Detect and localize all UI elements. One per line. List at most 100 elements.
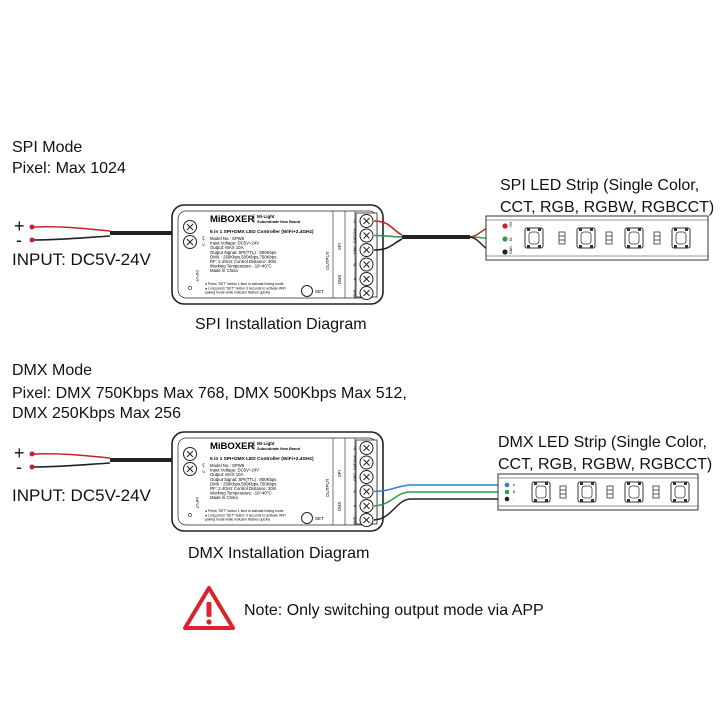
svg-text:A: A [513,483,516,487]
spi-spec-line: DMX : 250Kbps,500Kbps,750Kbps [210,254,276,259]
spi-spi-label: SPI [337,243,342,250]
spi-led-strip: +5V DI GND [485,215,709,261]
svg-text:B: B [513,490,515,494]
dmx-output-label: OUTPUT [325,478,330,497]
spi-input-minus-terminal [29,237,35,243]
spi-output-red-wire [373,220,403,236]
dmx-pixel-info-2: DMX 250Kbps Max 256 [12,405,181,422]
dmx-spec-line: Working Temperature: -10~40°C [210,491,272,496]
dmx-dmx-label: DMX [337,501,342,511]
dmx-spec-line: RF: 2.4GHz Control Distance: 30m [210,486,277,491]
spi-input-plus-terminal [29,224,35,230]
spi-dmx-label: DMX [337,274,342,284]
dmx-spec-line: Model No.: SPW5 [210,463,245,468]
dmx-note-line: ● Press "SET" button 1 time to activate … [205,509,284,513]
spi-terminal-label: V+ [353,219,357,224]
svg-text:DI: DI [509,237,513,241]
dmx-terminal-label: B [353,490,357,493]
dmx-note-line: ● Long press "SET" button 3 seconds to a… [205,513,286,517]
dmx-pixel-info-1: Pixel: DMX 750Kbps Max 768, DMX 500Kbps … [12,385,407,402]
dmx-sub-brand-2: Subordinate New Brand [257,447,301,451]
dmx-input-red-wire [33,452,111,459]
spi-spec-line: Output: MAX 10A [210,245,244,250]
svg-text:V-: V- [202,242,206,247]
dmx-controller [171,431,384,532]
dmx-mode-title: DMX Mode [12,362,93,379]
dmx-product-title: 5 in 1 SPI+DMX LED Controller (WiFi+2.4G… [210,456,314,462]
dmx-set-label: SET [315,516,324,521]
dmx-terminal-label: GND [353,516,357,524]
spi-terminal-label: DAT/CLK [353,227,357,243]
dmx-note-line: pairing mode while indicator flashes qui… [205,518,270,522]
svg-text:GND: GND [509,246,513,254]
svg-text:V-: V- [202,469,206,474]
note-text: Note: Only switching output mode via APP [244,602,544,619]
dmx-spec-line: Made in China [210,495,238,500]
spi-spec-line: Made in China [210,268,238,273]
dmx-minus-sign: - [16,457,22,477]
spi-diagram-caption: SPI Installation Diagram [195,316,367,333]
spi-note-line: ● Long press "SET" button 3 seconds to a… [205,286,286,290]
dmx-sub-brand-1: Mi·Light [257,441,275,446]
dmx-plus-sign: + [14,443,25,463]
spi-spec-line: Output Signal: SPI(TTL) : 800Kbps [210,250,276,255]
spi-terminal-label: GND [353,246,357,254]
spi-plus-sign: + [14,216,25,236]
spi-spec-line: Input Voltage: DC5V~24V [210,241,259,246]
dmx-terminal-label: A [353,504,357,507]
dmx-terminal-label: GND [353,473,357,481]
dmx-diagram-caption: DMX Installation Diagram [188,545,370,562]
spi-input-red-wire [33,225,111,232]
spi-diagram: V+ V- INPUT MiBOXER Mi·Light Subordinate… [29,204,709,305]
dmx-output-black-wire [373,498,500,521]
dmx-set-button[interactable] [301,512,313,524]
spi-terminal-label: A [353,277,357,280]
dmx-spec-line: Input Voltage: DC5V~24V [210,468,259,473]
spi-mode-title: SPI Mode [12,139,83,156]
svg-text:-: - [513,497,514,501]
spi-spec-line: RF: 2.4GHz Control Distance: 30m [210,259,277,264]
dmx-spec-line: Output: MAX 10A [210,472,244,477]
dmx-brand-logo: MiBOXER [210,441,254,452]
spi-input-black-wire [33,235,111,241]
svg-text:V+: V+ [201,236,206,242]
spi-brand-logo: MiBOXER [210,214,254,225]
dmx-terminal-label: DAT/CLK [353,454,357,470]
spi-sub-brand-2: Subordinate New Brand [257,220,301,224]
spi-controller [171,204,384,305]
spi-sub-brand-1: Mi·Light [257,214,275,219]
dmx-strip-label-1: DMX LED Strip (Single Color, [498,434,707,451]
spi-note-line: pairing mode while indicator flashes qui… [205,291,270,295]
spi-spec-line: Model No.: SPW5 [210,236,245,241]
dmx-input-side-label: INPUT [195,497,200,510]
dmx-output-blue-wire [373,484,500,493]
dmx-input-label: INPUT: DC5V-24V [12,486,151,505]
spi-pixel-info: Pixel: Max 1024 [12,160,126,177]
svg-text:+5V: +5V [509,221,513,228]
dmx-led-strip: A B - [497,473,699,511]
spi-strip-label-2: CCT, RGB, RGBW, RGBCCT) [500,199,715,216]
spi-product-title: 5 in 1 SPI+DMX LED Controller (WiFi+2.4G… [210,229,314,235]
spi-output-black-wire [373,238,403,251]
dmx-output-green-wire [373,491,500,507]
spi-input-label: INPUT: DC5V-24V [12,250,151,269]
dmx-spec-line: DMX : 250Kbps,500Kbps,750Kbps [210,481,276,486]
spi-input-side-label: INPUT [195,270,200,283]
svg-text:V+: V+ [201,463,206,469]
warning-triangle-icon [183,586,235,630]
spi-set-button[interactable] [301,285,313,297]
spi-set-label: SET [315,289,324,294]
dmx-spi-label: SPI [337,470,342,477]
dmx-spec-line: Output Signal: SPI(TTL) : 800Kbps [210,477,276,482]
dmx-strip-label-2: CCT, RGB, RGBW, RGBCCT) [498,456,713,473]
spi-terminal-label: B [353,263,357,266]
spi-note-line: ● Press "SET" button 1 time to activate … [205,282,284,286]
dmx-input-minus-terminal [29,464,35,470]
spi-terminal-label: GND [353,289,357,297]
dmx-input-plus-terminal [29,451,35,457]
spi-strip-label-1: SPI LED Strip (Single Color, [500,177,700,194]
spi-spec-line: Working Temperature: -10~40°C [210,264,272,269]
dmx-diagram: V+ V- INPUT MiBOXER Mi·Light Subordinate… [29,431,699,532]
spi-output-label: OUTPUT [325,251,330,270]
